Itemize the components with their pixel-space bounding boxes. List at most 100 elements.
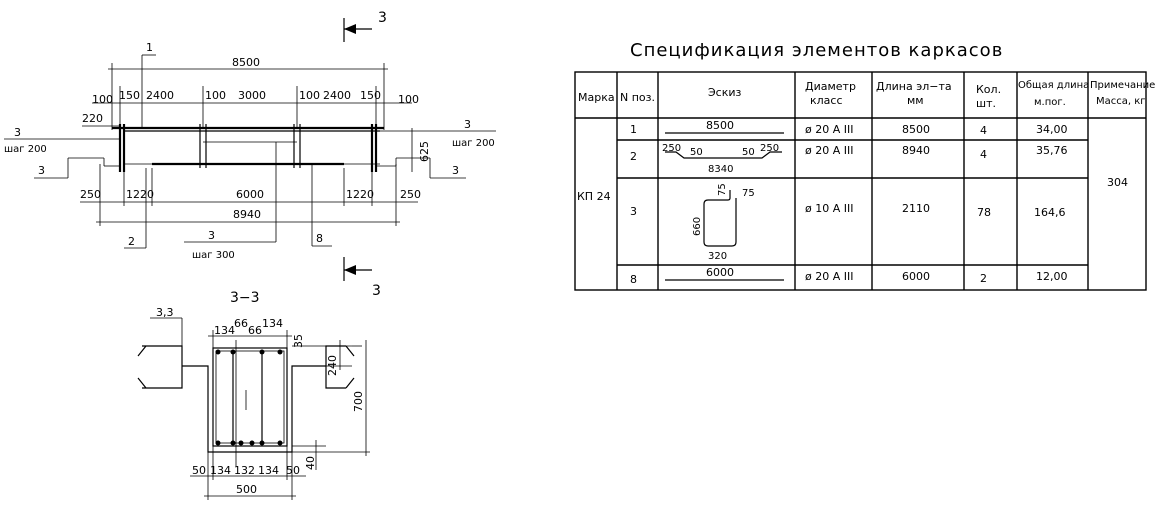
section-mark-bottom: 3 [343, 257, 381, 299]
row-2-sketch-d: 250 [760, 143, 779, 154]
dim-100-right-outer: 100 [398, 93, 419, 106]
dim-1220-left: 1220 [126, 188, 154, 201]
row-2-length: 8940 [902, 144, 930, 157]
dim-250-left: 250 [80, 188, 101, 201]
header-mark: Марка [578, 91, 615, 104]
dim-134-d: 134 [258, 464, 279, 477]
row-3-diam: ø 10 А III [805, 202, 853, 215]
section-mark-top-label: 3 [378, 10, 387, 26]
dim-40: 40 [304, 456, 317, 470]
dim-66-b: 66 [248, 324, 262, 337]
row-1-sketch: 8500 [706, 119, 734, 132]
section-3-3: 3−3 3,3 134 66 [137, 290, 370, 500]
dim-700: 700 [352, 391, 365, 412]
header-pos: N поз. [620, 91, 655, 104]
row-1-pos: 1 [630, 123, 637, 136]
row-2-pos: 2 [630, 150, 637, 163]
header-qty-1: Кол. [976, 83, 1001, 96]
row-2-sketch-b: 50 [690, 147, 703, 158]
section-mark-bottom-label: 3 [372, 283, 381, 299]
dim-240: 240 [326, 355, 339, 376]
row-1-total: 34,00 [1036, 123, 1068, 136]
header-len-1: Длина эл−та [876, 80, 952, 93]
header-note-2: Масса, кг [1096, 96, 1146, 107]
row-3-qty: 78 [977, 206, 991, 219]
row-4-diam: ø 20 А III [805, 270, 853, 283]
dim-100-a: 100 [205, 89, 226, 102]
dim-8500-top: 8500 [232, 56, 260, 69]
table-row: 2 250 50 50 250 8340 ø 20 А III 8940 4 3… [630, 143, 1068, 175]
table-row: 1 8500 ø 20 А III 8500 4 34,00 [630, 119, 1068, 137]
top-rebars [215, 349, 283, 355]
row-4-sketch: 6000 [706, 266, 734, 279]
row-1-diam: ø 20 А III [805, 123, 853, 136]
row-3-sketch-a: 75 [717, 183, 728, 196]
dim-134-a: 134 [214, 324, 235, 337]
header-total-1: Общая длина [1018, 80, 1089, 91]
spec-title: Спецификация элементов каркасов [630, 40, 1003, 61]
dim-132: 132 [234, 464, 255, 477]
row-2-sketch-a: 250 [662, 143, 681, 154]
header-len-2: мм [907, 94, 924, 107]
spec-table: Спецификация элементов каркасов Марка N … [574, 40, 1155, 291]
row-3-sketch-c: 660 [692, 217, 703, 236]
leader-3-left-low: 3 [38, 164, 45, 177]
dim-250-right: 250 [400, 188, 421, 201]
leader-3-left-step: шаг 200 [4, 144, 47, 155]
dim-35: 35 [292, 334, 305, 348]
row-4-length: 6000 [902, 270, 930, 283]
frame-elevation: 3 3 8500 150 2400 100 3000 100 2400 150 … [4, 10, 496, 299]
dim-150-left: 150 [119, 89, 140, 102]
dim-134-b: 134 [262, 317, 283, 330]
leader-8-label: 8 [316, 232, 323, 245]
row-4-pos: 8 [630, 273, 637, 286]
table-row: 8 6000 ø 20 А III 6000 2 12,00 [630, 266, 1068, 286]
row-2-sketch-c: 50 [742, 147, 755, 158]
leader-3-right-step: шаг 200 [452, 138, 495, 149]
header-diam-2: класс [810, 94, 843, 107]
row-3-sketch-d: 320 [708, 251, 727, 262]
dim-134-c: 134 [210, 464, 231, 477]
section-mark-top: 3 [343, 10, 387, 42]
row-4-total: 12,00 [1036, 270, 1068, 283]
dim-150-right: 150 [360, 89, 381, 102]
dim-3-3: 3,3 [156, 306, 174, 319]
leader-3-right: 3 [464, 118, 471, 131]
dim-6000: 6000 [236, 188, 264, 201]
dim-500: 500 [236, 483, 257, 496]
leader-1-label: 1 [146, 41, 153, 54]
dim-100-left-outer: 100 [92, 93, 113, 106]
dim-220: 220 [82, 112, 103, 125]
dim-2400-right: 2400 [323, 89, 351, 102]
header-note-1: Примечание [1090, 80, 1155, 91]
leader-3-bottom: 3 [208, 229, 215, 242]
mark-value: КП 24 [577, 190, 611, 203]
section-title: 3−3 [230, 290, 260, 306]
leader-3-left: 3 [14, 126, 21, 139]
row-1-length: 8500 [902, 123, 930, 136]
header-qty-2: шт. [976, 97, 996, 110]
row-2-sketch-e: 8340 [708, 164, 733, 175]
row-3-length: 2110 [902, 202, 930, 215]
header-diam-1: Диаметр [805, 80, 856, 93]
dim-66-a: 66 [234, 317, 248, 330]
row-3-total: 164,6 [1034, 206, 1066, 219]
dim-2400-left: 2400 [146, 89, 174, 102]
table-row: 3 75 75 660 320 ø 10 А III 2110 78 164,6 [630, 183, 1066, 262]
row-2-diam: ø 20 А III [805, 144, 853, 157]
dim-50-left: 50 [192, 464, 206, 477]
dim-8940: 8940 [233, 208, 261, 221]
leader-3-bottom-step: шаг 300 [192, 250, 235, 261]
mass-value: 304 [1107, 176, 1128, 189]
row-2-total: 35,76 [1036, 144, 1068, 157]
dim-100-b: 100 [299, 89, 320, 102]
dim-3000: 3000 [238, 89, 266, 102]
row-3-sketch-b: 75 [742, 188, 755, 199]
row-3-pos: 3 [630, 205, 637, 218]
row-2-qty: 4 [980, 148, 987, 161]
dim-50-right: 50 [286, 464, 300, 477]
row-4-qty: 2 [980, 272, 987, 285]
dim-625: 625 [418, 141, 431, 162]
header-sketch: Эскиз [708, 86, 742, 99]
